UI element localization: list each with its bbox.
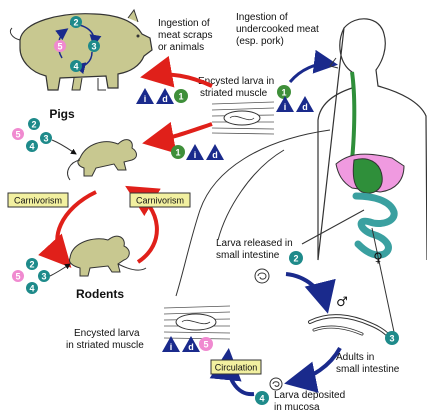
svg-text:2: 2	[293, 254, 298, 264]
male-symbol: ♂	[336, 295, 348, 310]
leader-line-stage3	[371, 227, 395, 333]
rodents-label: Rodents	[76, 287, 124, 301]
leader-line-human	[217, 149, 285, 241]
svg-text:5: 5	[203, 340, 208, 350]
svg-text:5: 5	[15, 272, 20, 282]
pig-stage-3: 3	[88, 40, 100, 52]
svg-text:i: i	[284, 102, 287, 112]
leader-line-muscle	[175, 129, 331, 297]
carnivorism-box-left: Carnivorism	[7, 192, 69, 208]
leader-line-stage2	[301, 209, 365, 245]
svg-text:2: 2	[73, 18, 78, 28]
svg-text:5: 5	[57, 42, 62, 52]
svg-text:4: 4	[73, 62, 78, 72]
arrow-to-adults	[285, 272, 336, 314]
pig-stage-5: 5	[54, 40, 66, 52]
larva-deposited-label: Larva deposited in mucosa	[274, 390, 348, 413]
adult-worms	[308, 314, 394, 342]
circulation-box: Circulation	[210, 359, 262, 375]
svg-text:5: 5	[15, 130, 20, 140]
larva-released-label: Larva released in small intestine	[216, 238, 296, 261]
striated-muscle-bottom	[163, 304, 231, 340]
svg-text:d: d	[162, 94, 168, 104]
stage-2-badge: 2	[289, 251, 303, 265]
rodent-top-illustration	[67, 139, 137, 181]
rodent-bottom-illustration	[69, 235, 147, 277]
carnivorism-box-right: Carnivorism	[129, 192, 191, 208]
svg-text:3: 3	[43, 134, 48, 144]
carnivorism-arrow-left	[38, 190, 97, 268]
stage-4-badge: 4	[255, 391, 269, 405]
svg-text:i: i	[194, 150, 197, 160]
svg-text:d: d	[302, 102, 308, 112]
svg-text:Circulation: Circulation	[215, 363, 258, 373]
human-illustration	[317, 18, 427, 261]
svg-text:1: 1	[178, 92, 183, 102]
svg-text:i: i	[144, 94, 147, 104]
svg-text:Carnivorism: Carnivorism	[136, 196, 184, 206]
stage-5-infective-badge: i d 5	[162, 336, 213, 352]
pigs-label: Pigs	[49, 107, 75, 121]
arrow-to-human	[288, 49, 338, 83]
rodent-top-cycle: 2 3 4 5	[12, 118, 77, 155]
svg-text:d: d	[212, 150, 218, 160]
arrow-to-rodent	[142, 121, 213, 154]
striated-muscle-top	[211, 100, 275, 135]
svg-text:2: 2	[29, 260, 34, 270]
ingestion-pork-label: Ingestion of undercooked meat (esp. pork…	[236, 12, 322, 47]
svg-text:3: 3	[91, 42, 96, 52]
pig-stage-4: 4	[70, 60, 82, 72]
arrow-to-pig	[140, 55, 213, 88]
svg-text:4: 4	[259, 394, 264, 404]
stage-1-infective-badge-rodent: 1 i d	[171, 144, 224, 160]
pig-stage-2: 2	[70, 16, 82, 28]
svg-text:1: 1	[175, 148, 180, 158]
svg-text:Carnivorism: Carnivorism	[14, 196, 62, 206]
svg-text:2: 2	[31, 120, 36, 130]
adults-label: Adults in small intestine	[336, 352, 400, 375]
svg-text:4: 4	[29, 142, 34, 152]
arrow-to-mucosa	[284, 346, 342, 393]
svg-text:3: 3	[389, 334, 394, 344]
stage-1-infective-badge-pig: i d 1	[136, 88, 188, 104]
encysted-larva-bottom-label: Encysted larva in striated muscle	[66, 328, 144, 351]
svg-text:d: d	[188, 342, 194, 352]
larva-released-coil	[254, 268, 270, 284]
female-symbol: ♀	[373, 251, 383, 266]
svg-text:3: 3	[41, 272, 46, 282]
svg-text:i: i	[170, 342, 173, 352]
stage-3-badge: 3	[385, 331, 399, 345]
larva-deposited-coil	[269, 377, 283, 391]
ingestion-meat-scraps-label: Ingestion of meat scraps or animals	[158, 18, 215, 53]
svg-text:4: 4	[29, 284, 34, 294]
svg-text:1: 1	[281, 88, 286, 98]
encysted-larva-top-label: Encysted larva in striated muscle	[198, 76, 277, 99]
rodent-bottom-cycle: 2 3 4 5	[12, 258, 71, 294]
stage-1-infective-badge-human: 1 i d	[276, 85, 314, 112]
